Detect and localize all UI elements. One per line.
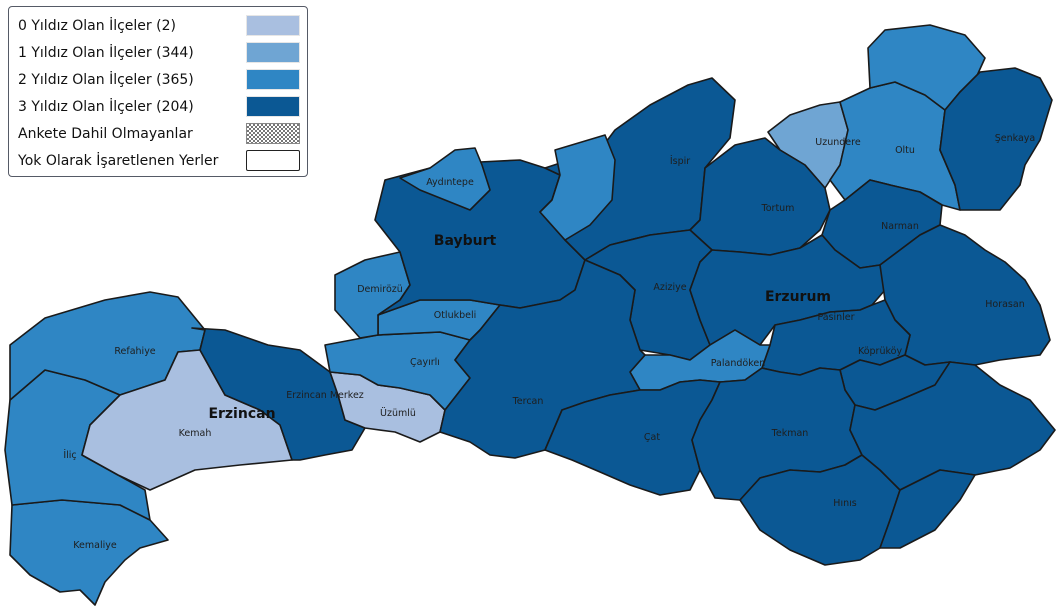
district-unlabeled-southeast[interactable] [849,361,1056,491]
district-label: Köprüköy [858,346,903,357]
legend-row-none: Yok Olarak İşaretlenen Yerler [18,147,300,174]
district-label: Uzundere [815,137,861,148]
district-label: Erzincan Merkez [286,390,364,401]
district-label: Hınıs [833,498,856,509]
swatch-0-star [246,15,300,36]
swatch-hatched [246,123,300,144]
district-label: Demirözü [357,284,403,295]
district-label: Üzümlü [380,408,416,419]
district-label: Pasinler [817,312,854,323]
legend-row-1-star: 1 Yıldız Olan İlçeler (344) [18,39,300,66]
legend-label: 2 Yıldız Olan İlçeler (365) [18,71,194,88]
legend-label: 1 Yıldız Olan İlçeler (344) [18,44,194,61]
legend-label: 3 Yıldız Olan İlçeler (204) [18,98,194,115]
district-label: Horasan [985,299,1024,310]
district-label: Narman [881,221,919,232]
district-erzincan-merkez[interactable] [191,327,366,461]
province-label: Erzincan [208,406,275,422]
swatch-1-star [246,42,300,63]
district-label: Tercan [512,396,544,407]
district-unlabeled-south[interactable] [879,469,976,549]
legend-row-2-star: 2 Yıldız Olan İlçeler (365) [18,66,300,93]
legend-label: 0 Yıldız Olan İlçeler (2) [18,17,176,34]
district-label: Kemaliye [73,540,117,551]
swatch-2-star [246,69,300,90]
district-label: Otlukbeli [434,310,477,321]
district-tercan[interactable] [439,259,646,459]
district-label: Tekman [771,428,809,439]
district-unlabeled-north[interactable] [539,134,616,241]
district-label: Oltu [895,145,915,156]
district-label: Tortum [761,203,795,214]
province-label: Bayburt [434,233,497,249]
legend-label: Yok Olarak İşaretlenen Yerler [18,152,219,169]
legend-label: Ankete Dahil Olmayanlar [18,125,193,142]
district-label: Aziziye [653,282,686,293]
district-label: Refahiye [114,346,155,357]
district-label: Kemah [179,428,212,439]
district-label: İliç [63,450,76,461]
legend-row-0-star: 0 Yıldız Olan İlçeler (2) [18,12,300,39]
district-label: Aydıntepe [426,177,474,188]
district-aydintepe[interactable] [399,147,491,211]
district-senkaya[interactable] [939,67,1053,211]
swatch-outline [246,150,300,171]
district-label: İspir [670,156,690,167]
legend-row-not-surveyed: Ankete Dahil Olmayanlar [18,120,300,147]
district-label: Çayırlı [410,357,440,368]
district-label: Palandöken [711,358,765,369]
district-label: Şenkaya [995,133,1036,144]
map-legend: 0 Yıldız Olan İlçeler (2) 1 Yıldız Olan … [8,6,308,177]
province-label: Erzurum [765,289,831,305]
district-label: Çat [644,432,660,443]
swatch-3-star [246,96,300,117]
legend-row-3-star: 3 Yıldız Olan İlçeler (204) [18,93,300,120]
